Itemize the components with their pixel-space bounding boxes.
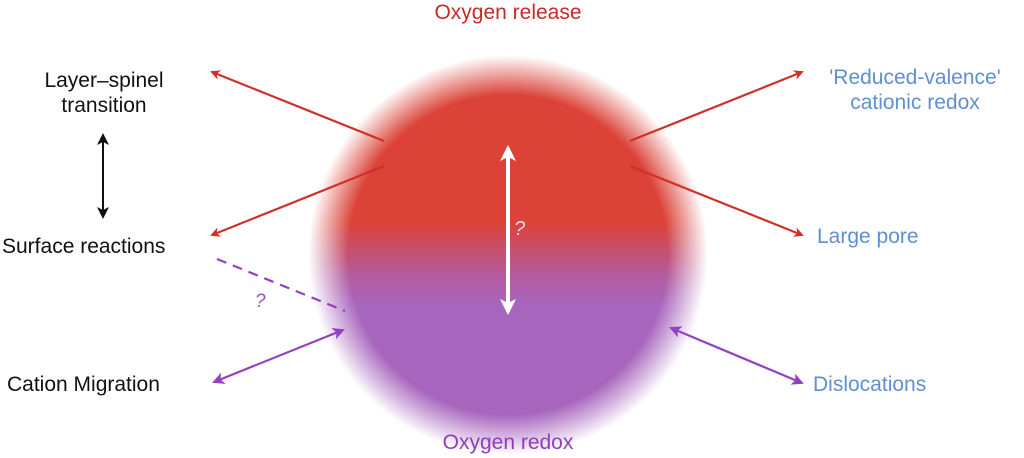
reduced-valence-label-line1: 'Reduced-valence' — [829, 66, 1001, 89]
cation-migration-label: Cation Migration — [7, 373, 160, 396]
reduced-valence-label-line2: cationic redox — [850, 91, 980, 114]
surface-reactions-label: Surface reactions — [2, 235, 166, 258]
dashed-question-mark: ? — [255, 291, 266, 312]
oxygen-redox-label: Oxygen redox — [442, 431, 574, 454]
dislocations-label: Dislocations — [813, 373, 927, 396]
large-pore-label: Large pore — [817, 225, 919, 248]
arrow-to-large-pore — [629, 164, 804, 237]
center-question-mark: ? — [514, 218, 526, 240]
arrow-to-surface-reactions — [210, 164, 385, 237]
arrow-to-reduced-valence — [629, 70, 804, 143]
arrow-to-layer-spinel — [210, 70, 385, 143]
layer-spinel-label-line1: Layer–spinel — [44, 69, 164, 92]
cation-migration-double-arrow — [212, 328, 345, 384]
layer-spinel-label-line2: transition — [61, 94, 147, 117]
oxygen-release-label: Oxygen release — [434, 1, 582, 24]
dislocations-double-arrow — [669, 326, 804, 385]
dashed-surface-link — [216, 257, 346, 313]
